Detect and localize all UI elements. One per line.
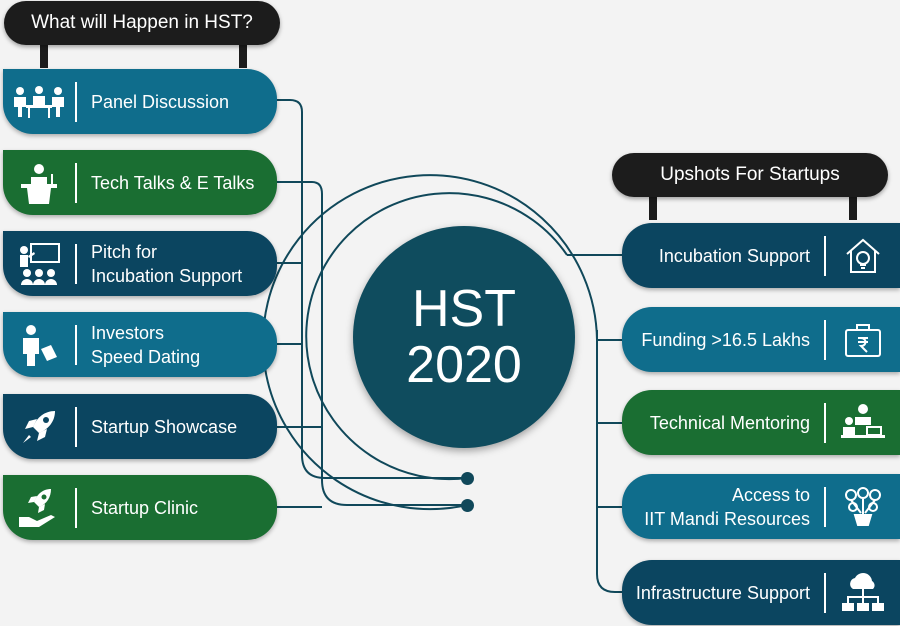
item-separator <box>75 324 77 365</box>
rupee-briefcase-icon <box>826 307 900 372</box>
presentation-board-icon <box>3 231 75 296</box>
investor-briefcase-icon <box>3 312 75 377</box>
cloud-network-icon <box>826 560 900 625</box>
item-label-line2: Incubation Support <box>91 265 243 286</box>
left-item-panel-discussion: Panel Discussion <box>3 69 277 134</box>
right-header-peg <box>849 196 857 220</box>
item-separator <box>75 243 77 284</box>
rocket-hand-icon <box>3 475 75 540</box>
item-separator <box>824 572 826 613</box>
panel-discussion-icon <box>3 69 75 134</box>
right-header-peg <box>649 196 657 220</box>
left-item-investors: Investors Speed Dating <box>3 312 277 377</box>
item-label: Panel Discussion <box>91 91 230 112</box>
item-label: Incubation Support <box>658 245 810 266</box>
left-item-startup-clinic: Startup Clinic <box>3 475 277 540</box>
left-header-peg <box>239 44 247 68</box>
item-label: Tech Talks & E Talks <box>91 172 255 193</box>
item-label: Funding >16.5 Lakhs <box>641 329 810 350</box>
right-item-funding: Funding >16.5 Lakhs <box>622 307 900 372</box>
connector-dot-bottom <box>461 499 474 512</box>
mentor-desk-icon <box>826 390 900 455</box>
item-label-line2: IIT Mandi Resources <box>644 508 810 529</box>
item-separator <box>75 487 77 528</box>
item-label: Infrastructure Support <box>635 582 810 603</box>
left-item-startup-showcase: Startup Showcase <box>3 394 277 459</box>
item-label: Startup Clinic <box>91 497 199 518</box>
hub-title: HST <box>412 280 516 338</box>
connector-dot-top <box>461 472 474 485</box>
item-separator <box>75 406 77 447</box>
item-label-line1: Investors <box>91 322 165 343</box>
item-label-line2: Speed Dating <box>91 346 201 367</box>
right-item-technical-mentoring: Technical Mentoring <box>622 390 900 455</box>
resources-plant-icon <box>826 474 900 539</box>
right-item-infrastructure: Infrastructure Support <box>622 560 900 625</box>
hub-circle: HST 2020 <box>353 226 575 448</box>
item-separator <box>824 402 826 443</box>
right-item-iit-resources: Access to IIT Mandi Resources <box>622 474 900 539</box>
speaker-podium-icon <box>3 150 75 215</box>
item-separator <box>75 162 77 203</box>
hub-year: 2020 <box>406 336 522 394</box>
lightbulb-house-icon <box>826 223 900 288</box>
left-item-tech-talks: Tech Talks & E Talks <box>3 150 277 215</box>
item-separator <box>75 81 77 122</box>
rocket-icon <box>3 394 75 459</box>
item-separator <box>824 235 826 276</box>
item-label-line1: Pitch for <box>91 241 158 262</box>
item-label: Startup Showcase <box>91 416 238 437</box>
item-separator <box>824 486 826 527</box>
right-item-incubation-support: Incubation Support <box>622 223 900 288</box>
left-item-pitch: Pitch for Incubation Support <box>3 231 277 296</box>
item-separator <box>824 319 826 360</box>
item-label-line1: Access to <box>731 484 810 505</box>
item-label: Technical Mentoring <box>649 412 810 433</box>
left-header-peg <box>40 44 48 68</box>
left-header: What will Happen in HST? <box>4 1 280 45</box>
right-header: Upshots For Startups <box>612 153 888 197</box>
